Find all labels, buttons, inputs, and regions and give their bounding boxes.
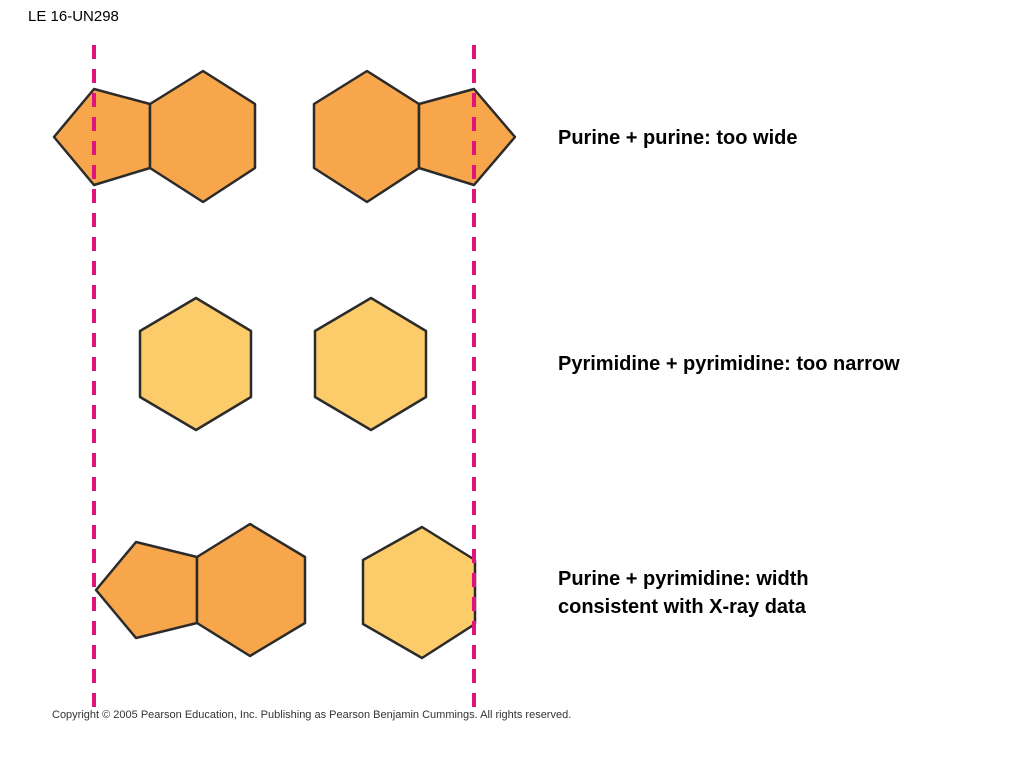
pyrimidine-right-hexagon (313, 296, 428, 432)
caption-line: Pyrimidine + pyrimidine: too narrow (558, 353, 900, 375)
purine-left-pentagon (52, 87, 152, 187)
caption-purine-pyrimidine: Purine + pyrimidine: width consistent wi… (558, 565, 809, 621)
purine-right-hexagon (312, 69, 421, 204)
purine-right-pentagon (417, 87, 517, 187)
row-purine-purine (52, 69, 517, 204)
caption-line: Purine + purine: too wide (558, 127, 798, 149)
row-purine-pyrimidine (94, 522, 477, 660)
copyright-notice: Copyright © 2005 Pearson Education, Inc.… (52, 709, 572, 721)
caption-pyrimidine-pyrimidine: Pyrimidine + pyrimidine: too narrow (558, 350, 900, 378)
caption-line: Purine + pyrimidine: width (558, 568, 809, 590)
slide-id: LE 16-UN298 (28, 8, 119, 25)
purine-pentagon (94, 540, 199, 640)
pyrimidine-hexagon (361, 525, 477, 660)
pyrimidine-left-hexagon (138, 296, 253, 432)
caption-line: consistent with X-ray data (558, 596, 806, 618)
purine-hexagon (195, 522, 307, 658)
row-pyrimidine-pyrimidine (138, 296, 428, 432)
caption-purine-purine: Purine + purine: too wide (558, 124, 797, 152)
purine-left-hexagon (148, 69, 257, 204)
